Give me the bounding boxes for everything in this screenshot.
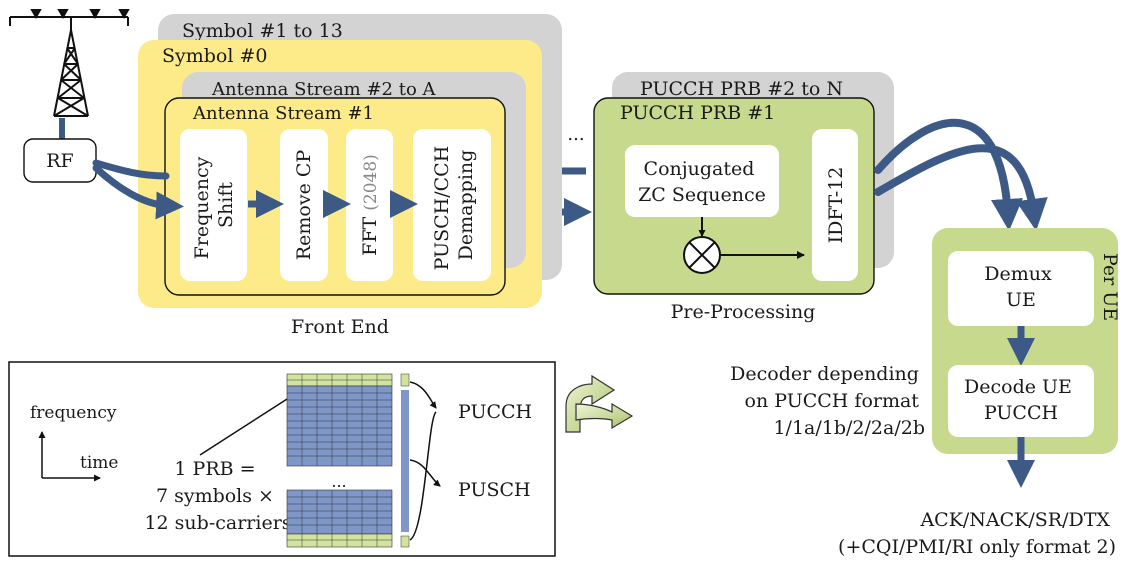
demux-ue-block (948, 251, 1094, 326)
ellipsis-label: ... (567, 124, 584, 145)
pre-processing-caption: Pre-Processing (671, 301, 816, 323)
time-axis-label: time (80, 453, 118, 473)
antenna-tower-icon (9, 9, 130, 117)
frequency-shift-label: Frequency Shift (191, 151, 237, 260)
frequency-axis-label: frequency (30, 403, 117, 423)
pucch-label: PUCCH (458, 401, 532, 423)
legend-box (8, 361, 556, 557)
demapping-block (413, 129, 491, 281)
prb-definition: 1 PRB = 7 symbols × 12 sub-carriers (144, 458, 291, 534)
output-note: ACK/NACK/SR/DTX (+CQI/PMI/RI only format… (838, 509, 1116, 558)
freq-time-axes-icon (38, 431, 101, 482)
rf-label: RF (46, 150, 74, 172)
idft-label: IDFT-12 (825, 167, 847, 244)
zc-sequence-label: Conjugated ZC Sequence (638, 158, 766, 206)
remove-cp-block (280, 129, 328, 281)
pucch-pusch-brackets (409, 381, 441, 541)
split-arrow-icon (565, 374, 634, 433)
pusch-label: PUSCH (458, 479, 531, 501)
frontend-to-preprocessing-arrows (562, 167, 592, 226)
decode-ue-block (948, 365, 1094, 437)
demapping-label: PUSCH/CCH Demapping (431, 140, 477, 271)
grid-ellipsis: ... (331, 472, 346, 491)
preprocessing-to-ue-arrows (874, 118, 1048, 231)
remove-cp-label: Remove CP (293, 150, 315, 261)
fft-label: FFT (2048) (359, 154, 381, 256)
symbol-stack-label: Symbol #1 to 13 (182, 20, 343, 42)
antenna1-label: Antenna Stream #1 (192, 103, 374, 124)
prb-stack-label: PUCCH PRB #2 to N (640, 78, 843, 100)
prb1-label: PUCCH PRB #1 (620, 102, 775, 124)
decode-ue-label: Decode UE PUCCH (964, 376, 1078, 424)
idft-block (812, 129, 858, 281)
rf-to-frontend-arrows (92, 159, 184, 220)
prb-pointer-arrow (199, 391, 299, 456)
front-end-caption: Front End (291, 316, 389, 338)
demux-ue-label: Demux UE (984, 263, 1058, 311)
fft-block (346, 129, 393, 281)
frequency-shift-block (180, 129, 247, 281)
antenna-stack-label: Antenna Stream #2 to A (211, 79, 437, 100)
resource-grid: ... (286, 373, 410, 548)
zc-sequence-block (625, 145, 779, 217)
symbol0-label: Symbol #0 (162, 45, 268, 67)
multiplier-icon (683, 236, 721, 274)
per-ue-label: Per UE (1099, 253, 1121, 321)
decoder-note: Decoder depending on PUCCH format 1/1a/1… (730, 363, 925, 439)
